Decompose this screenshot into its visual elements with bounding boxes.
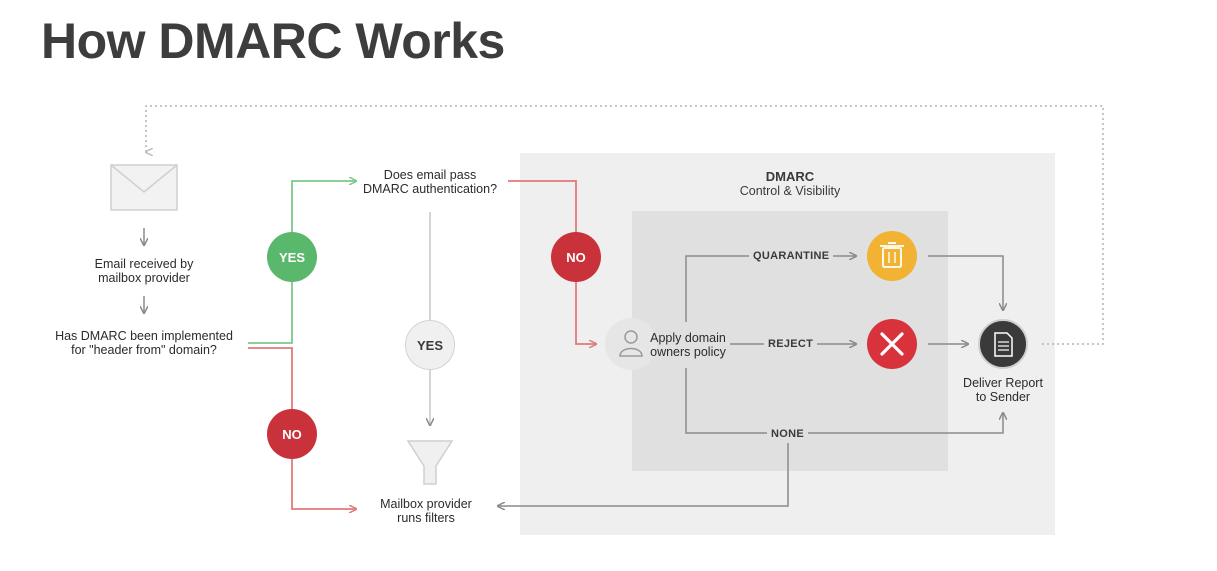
dmarc-subtitle: Control & Visibility — [739, 184, 841, 198]
yes-badge-green: YES — [267, 232, 317, 282]
reject-caption: REJECT — [764, 338, 818, 351]
dmarc-title: DMARC — [765, 169, 815, 184]
feedback-loop-line — [146, 105, 1104, 345]
has-dmarc-text: Has DMARC been implemented for "header f… — [55, 329, 233, 357]
envelope-icon — [110, 164, 178, 211]
branch-none-line — [685, 368, 1003, 434]
apply-policy-label: Apply domain owners policy — [646, 331, 730, 359]
x-icon — [867, 319, 917, 369]
deliver-report-text: Deliver Report to Sender — [963, 376, 1043, 404]
has-dmarc-label: Has DMARC been implemented for "header f… — [49, 329, 239, 357]
email-received-label: Email received by mailbox provider — [74, 257, 214, 285]
pass-question-label: Does email pass DMARC authentication? — [355, 168, 505, 196]
none-caption: NONE — [767, 428, 808, 441]
document-icon — [978, 319, 1028, 369]
none-return-line — [498, 443, 789, 506]
trash-icon — [867, 231, 917, 281]
quarantine-caption: QUARANTINE — [749, 250, 834, 263]
apply-policy-text: Apply domain owners policy — [650, 331, 726, 359]
filters-text: Mailbox provider runs filters — [380, 497, 472, 525]
email-received-text: Email received by mailbox provider — [94, 257, 194, 285]
no-badge-right: NO — [551, 232, 601, 282]
person-icon — [605, 318, 657, 370]
page-title: How DMARC Works — [41, 13, 505, 69]
no-badge-left: NO — [267, 409, 317, 459]
deliver-report-label: Deliver Report to Sender — [953, 376, 1053, 404]
funnel-icon — [406, 440, 454, 485]
quarantine-to-report-line — [928, 255, 1003, 310]
pass-question-text: Does email pass DMARC authentication? — [362, 168, 498, 196]
yes-badge-gray: YES — [405, 320, 455, 370]
filters-label: Mailbox provider runs filters — [360, 497, 492, 525]
